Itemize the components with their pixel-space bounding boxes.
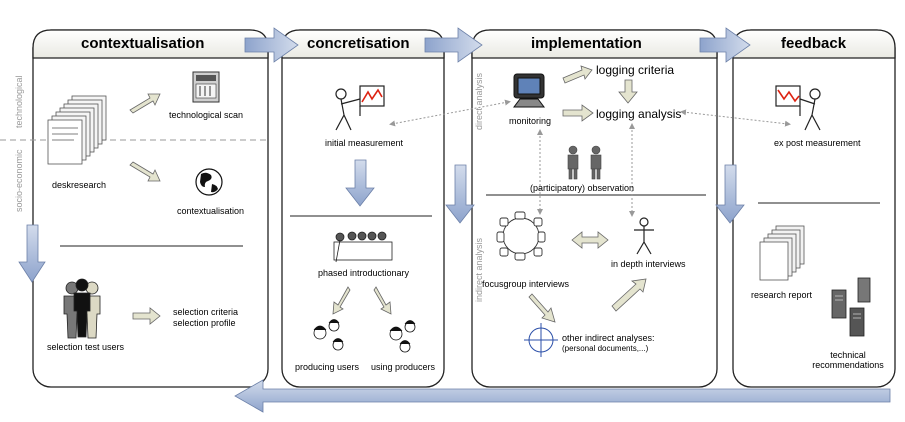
flow-arrow-2 <box>424 27 483 63</box>
computer-icon <box>513 73 545 108</box>
label-initial-measurement: initial measurement <box>325 138 404 148</box>
label-in-depth-interviews: in depth interviews <box>611 259 686 269</box>
label-deskresearch: deskresearch <box>52 180 107 190</box>
label-producing-users: producing users <box>295 362 360 372</box>
label-research-report: research report <box>751 290 813 300</box>
server-rack-icon <box>192 71 220 103</box>
panel-concretisation <box>281 29 445 388</box>
label-logging-criteria: logging criteria <box>596 63 675 77</box>
phase-title-feedback: feedback <box>781 35 847 52</box>
olive-arrows-concret <box>332 286 392 315</box>
person-icon <box>634 217 654 255</box>
report-stack-icon <box>759 225 805 281</box>
label-monitoring: monitoring <box>509 116 552 126</box>
servers-icon <box>831 277 871 337</box>
presenter-chart-icon <box>335 85 385 131</box>
label-selection-profile: selection profile <box>173 318 236 328</box>
dotted-connectors <box>389 99 791 217</box>
using-producers-icon <box>389 320 416 353</box>
side-label-socio-economic: socio-economic <box>14 149 24 212</box>
label-other-indirect: other indirect analyses: <box>562 333 655 343</box>
producing-users-icon <box>313 319 344 351</box>
meeting-table-icon <box>333 231 393 263</box>
phase-title-contextualisation: contextualisation <box>81 35 205 52</box>
label-using-producers: using producers <box>371 362 436 372</box>
olive-arrows <box>129 93 161 325</box>
label-phased-introductionary: phased introductionary <box>318 268 410 278</box>
concret-down-arrow <box>345 159 375 207</box>
phase-title-implementation: implementation <box>531 35 642 52</box>
document-stack-icon <box>47 95 107 165</box>
label-technical-2: recommendations <box>812 360 884 370</box>
feedback-down-arrow <box>715 164 745 224</box>
observers-icon <box>567 145 602 180</box>
label-selection-criteria: selection criteria <box>173 307 239 317</box>
label-technical-1: technical <box>830 350 866 360</box>
side-label-indirect-analysis: indirect analysis <box>474 237 484 302</box>
label-contextualisation: contextualisation <box>177 206 245 216</box>
label-technological-scan: technological scan <box>169 110 244 120</box>
round-table-icon <box>496 211 546 261</box>
impl-down-arrow <box>445 164 475 224</box>
expost-chart-icon <box>775 85 821 131</box>
phase-title-concretisation: concretisation <box>307 35 410 52</box>
return-arrow <box>234 379 891 413</box>
left-down-arrow <box>18 224 46 283</box>
test-users-icon <box>63 278 101 339</box>
label-participatory-observation: (participatory) observation <box>530 183 635 193</box>
flow-arrow-1 <box>244 27 299 63</box>
label-logging-analysis: logging analysis <box>596 107 682 121</box>
label-focusgroup-interviews: focusgroup interviews <box>482 279 570 289</box>
globe-icon <box>195 168 223 196</box>
label-other-indirect-detail: (personal documents,...) <box>562 344 649 353</box>
flow-arrow-3 <box>699 27 751 63</box>
target-icon <box>524 323 558 357</box>
panel-feedback <box>732 29 896 388</box>
side-label-technological: technological <box>14 75 24 128</box>
label-selection-test-users: selection test users <box>47 342 125 352</box>
side-label-direct-analysis: direct analysis <box>474 72 484 130</box>
olive-arrows-impl <box>528 65 647 323</box>
label-ex-post-measurement: ex post measurement <box>774 138 861 148</box>
